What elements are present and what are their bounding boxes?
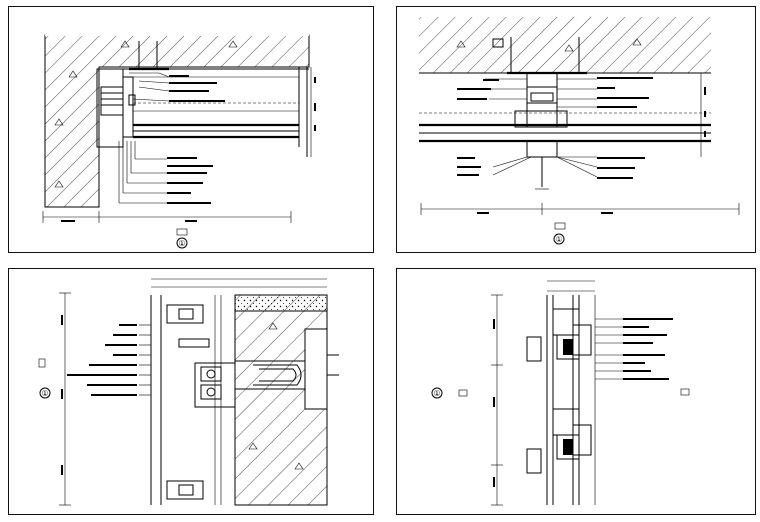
detail-badge: ①: [555, 235, 562, 244]
drawing-sheet-4: ①: [396, 268, 756, 515]
wall-section-detail-4: ①: [431, 280, 690, 506]
drawing-sheet-3: ①: [8, 268, 374, 515]
drawing-sheet-1: ①: [8, 6, 374, 253]
detail-badge: ①: [41, 389, 48, 398]
detail-badge: ①: [433, 389, 440, 398]
wall-section-detail-2: ①: [419, 17, 740, 245]
detail-badge: ①: [178, 239, 185, 248]
wall-section-detail-3: ①: [38, 278, 339, 506]
drawing-sheet-2: ①: [396, 6, 756, 253]
wall-section-detail-1: ①: [42, 34, 316, 249]
